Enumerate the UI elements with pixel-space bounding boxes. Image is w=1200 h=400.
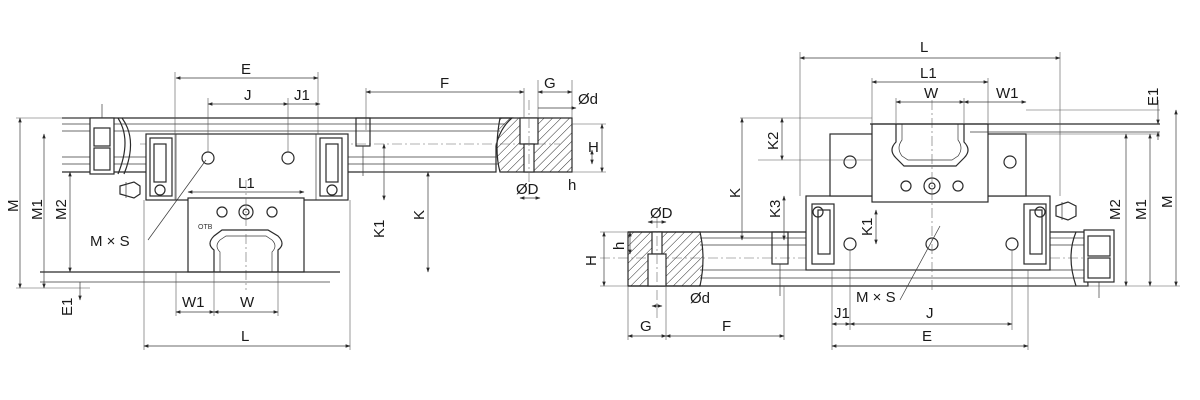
left-label-e1: E1 xyxy=(59,298,76,316)
left-label-mxs: M × S xyxy=(90,233,130,250)
right-label-e1: E1 xyxy=(1145,88,1162,106)
right-label-m: M xyxy=(1159,196,1176,209)
right-label-j1: J1 xyxy=(834,305,850,322)
right-view: L L1 W W1 E1 K2 K K3 K1 ØD h H M2 M1 M M… xyxy=(583,39,1180,350)
left-label-k: K xyxy=(411,210,428,220)
left-label-h-large: H xyxy=(588,139,599,156)
left-label-f: F xyxy=(440,75,449,92)
right-label-k: K xyxy=(727,188,744,198)
left-label-j: J xyxy=(244,87,252,104)
right-label-k1: K1 xyxy=(859,218,876,236)
left-dimensions xyxy=(18,76,604,348)
left-extension-lines xyxy=(16,72,606,350)
right-label-d-large: ØD xyxy=(650,205,673,222)
left-label-l: L xyxy=(241,328,249,345)
left-label-g: G xyxy=(544,75,556,92)
left-label-d-large: ØD xyxy=(516,181,539,198)
right-label-k2: K2 xyxy=(765,132,782,150)
right-extension-lines xyxy=(600,52,1180,350)
left-label-w: W xyxy=(240,294,255,311)
right-label-m2: M2 xyxy=(1107,199,1124,220)
left-label-d-small: Ød xyxy=(578,91,598,108)
left-label-e: E xyxy=(241,61,251,78)
left-view: OTB xyxy=(5,61,606,350)
right-label-h-large: H xyxy=(583,255,600,266)
right-carriage xyxy=(805,100,1077,290)
right-labels: L L1 W W1 E1 K2 K K3 K1 ØD h H M2 M1 M M… xyxy=(583,39,1176,345)
left-rail-section xyxy=(496,100,573,195)
right-label-mxs: M × S xyxy=(856,289,896,306)
right-rail-section xyxy=(627,218,704,320)
left-label-h-small: h xyxy=(568,177,576,194)
left-label-j1: J1 xyxy=(294,87,310,104)
left-label-l1: L1 xyxy=(238,175,255,192)
left-labels: E J J1 F G Ød H ØD h K K1 L1 M × S M M1 … xyxy=(5,61,599,345)
left-label-k1: K1 xyxy=(371,220,388,238)
left-label-m: M xyxy=(5,200,22,213)
left-label-w1: W1 xyxy=(182,294,205,311)
right-label-w: W xyxy=(924,85,939,102)
right-label-l: L xyxy=(920,39,928,56)
right-label-d-small: Ød xyxy=(690,290,710,307)
right-label-w1: W1 xyxy=(996,85,1019,102)
left-label-m1: M1 xyxy=(29,199,46,220)
left-end-bolt xyxy=(89,104,132,175)
right-label-g: G xyxy=(640,318,652,335)
right-label-h-small: h xyxy=(611,242,628,250)
right-label-j: J xyxy=(926,305,934,322)
right-label-l1: L1 xyxy=(920,65,937,82)
right-label-k3: K3 xyxy=(767,200,784,218)
right-label-f: F xyxy=(722,318,731,335)
left-label-m2: M2 xyxy=(53,199,70,220)
right-label-e: E xyxy=(922,328,932,345)
left-carriage: OTB xyxy=(119,133,349,290)
left-brand-text: OTB xyxy=(198,224,213,231)
right-label-m1: M1 xyxy=(1133,199,1150,220)
right-dimensions xyxy=(602,56,1178,348)
right-end-bolt xyxy=(1070,229,1115,298)
